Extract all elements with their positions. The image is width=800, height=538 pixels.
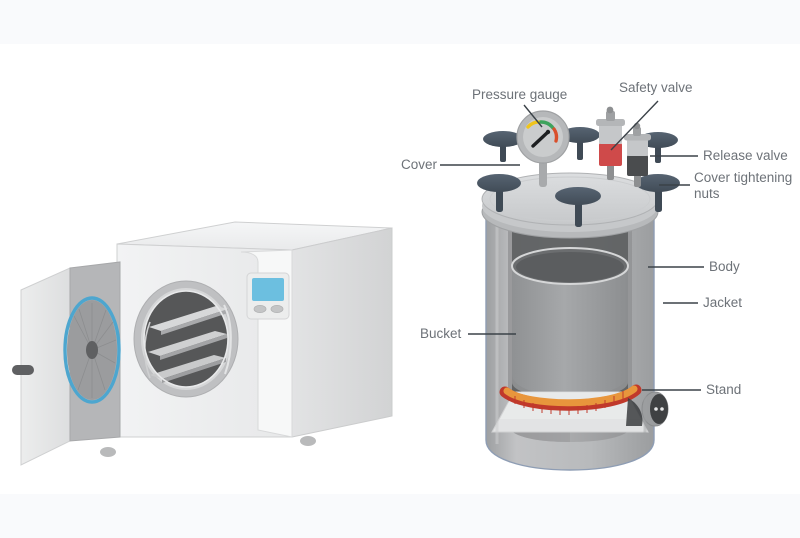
label-safety-valve: Safety valve xyxy=(619,80,693,95)
leader-lines xyxy=(440,100,704,391)
safety-valve-collar xyxy=(596,119,625,126)
bucket-interior xyxy=(516,252,624,282)
cover-tightening-nut[interactable] xyxy=(636,174,680,192)
release-valve-body-upper xyxy=(627,139,648,156)
foot-front xyxy=(100,447,116,457)
cover-tightening-nut[interactable] xyxy=(483,131,523,147)
gauge-hub xyxy=(545,129,551,135)
bucket xyxy=(512,266,628,398)
safety-valve-cap xyxy=(606,111,615,121)
shelf-bottom xyxy=(150,355,226,379)
release-valve-stem xyxy=(634,173,641,187)
shelf-mid xyxy=(148,331,227,356)
lcd-display[interactable] xyxy=(252,278,284,301)
heating-element-core xyxy=(503,385,638,407)
cover-tightening-nut[interactable] xyxy=(555,187,601,205)
label-pressure-gauge: Pressure gauge xyxy=(472,87,567,102)
release-valve-cap xyxy=(633,127,641,136)
label-release-valve: Release valve xyxy=(703,148,788,163)
button-right[interactable] xyxy=(270,304,284,313)
door-seal-ring xyxy=(63,296,121,404)
shelf-top-edge xyxy=(161,309,228,335)
safety-valve-body-upper xyxy=(599,124,622,144)
rack-rail-right xyxy=(223,304,232,375)
safety-valve-body-red xyxy=(599,143,622,166)
gauge-needle xyxy=(531,130,550,148)
foot-rear xyxy=(300,436,316,446)
bottom-background-band xyxy=(0,494,800,538)
chamber-gasket-highlight xyxy=(143,290,229,388)
heating-element-coils xyxy=(514,391,624,415)
door-hub xyxy=(86,341,98,359)
door-handle[interactable] xyxy=(12,365,34,375)
cabinet-side-face xyxy=(291,227,393,438)
label-cover: Cover xyxy=(401,157,438,172)
right-autoclave-unit: Pressure gauge Safety valve Cover Releas… xyxy=(401,80,792,471)
label-bucket: Bucket xyxy=(420,326,462,341)
diagram-labels: Pressure gauge Safety valve Cover Releas… xyxy=(401,80,792,397)
drain-knob-dot-left xyxy=(654,407,658,411)
label-body: Body xyxy=(709,259,740,274)
release-valve-collar xyxy=(624,134,651,141)
shelf-mid-edge xyxy=(160,334,227,360)
release-valve-body-dark xyxy=(627,155,648,176)
cover-plate-inner-ring xyxy=(489,176,651,222)
release-valve[interactable] xyxy=(624,122,651,187)
cover-tightening-nut[interactable] xyxy=(560,127,600,143)
drain-knob-dot-right xyxy=(660,407,664,411)
label-jacket: Jacket xyxy=(703,295,742,310)
left-autoclave-unit xyxy=(12,221,393,466)
safety-valve-stem xyxy=(607,164,614,180)
shelf-bottom-edge xyxy=(162,358,226,383)
label-cover-tightening-nuts: Cover tightening xyxy=(694,170,792,185)
drain-knob-cap xyxy=(650,394,668,424)
stand-gap-shadow xyxy=(626,398,643,426)
cover-tightening-nuts-group xyxy=(477,127,680,227)
label-stand: Stand xyxy=(706,382,741,397)
button-left[interactable] xyxy=(253,304,267,313)
cover-tightening-nut[interactable] xyxy=(477,174,521,192)
leader-pressure-gauge xyxy=(523,104,543,128)
shelf-rack xyxy=(143,304,232,383)
top-background-band xyxy=(0,0,800,44)
shelf-top xyxy=(149,306,228,331)
label-cover-tightening-nuts-line2: nuts xyxy=(694,186,720,201)
gauge-arc-red xyxy=(552,127,559,143)
leader-safety-valve xyxy=(610,100,659,151)
gauge-arc-green xyxy=(539,120,555,130)
safety-valve-top-knob xyxy=(606,106,614,114)
safety-valve[interactable] xyxy=(596,106,625,180)
pressure-gauge[interactable] xyxy=(516,110,570,187)
